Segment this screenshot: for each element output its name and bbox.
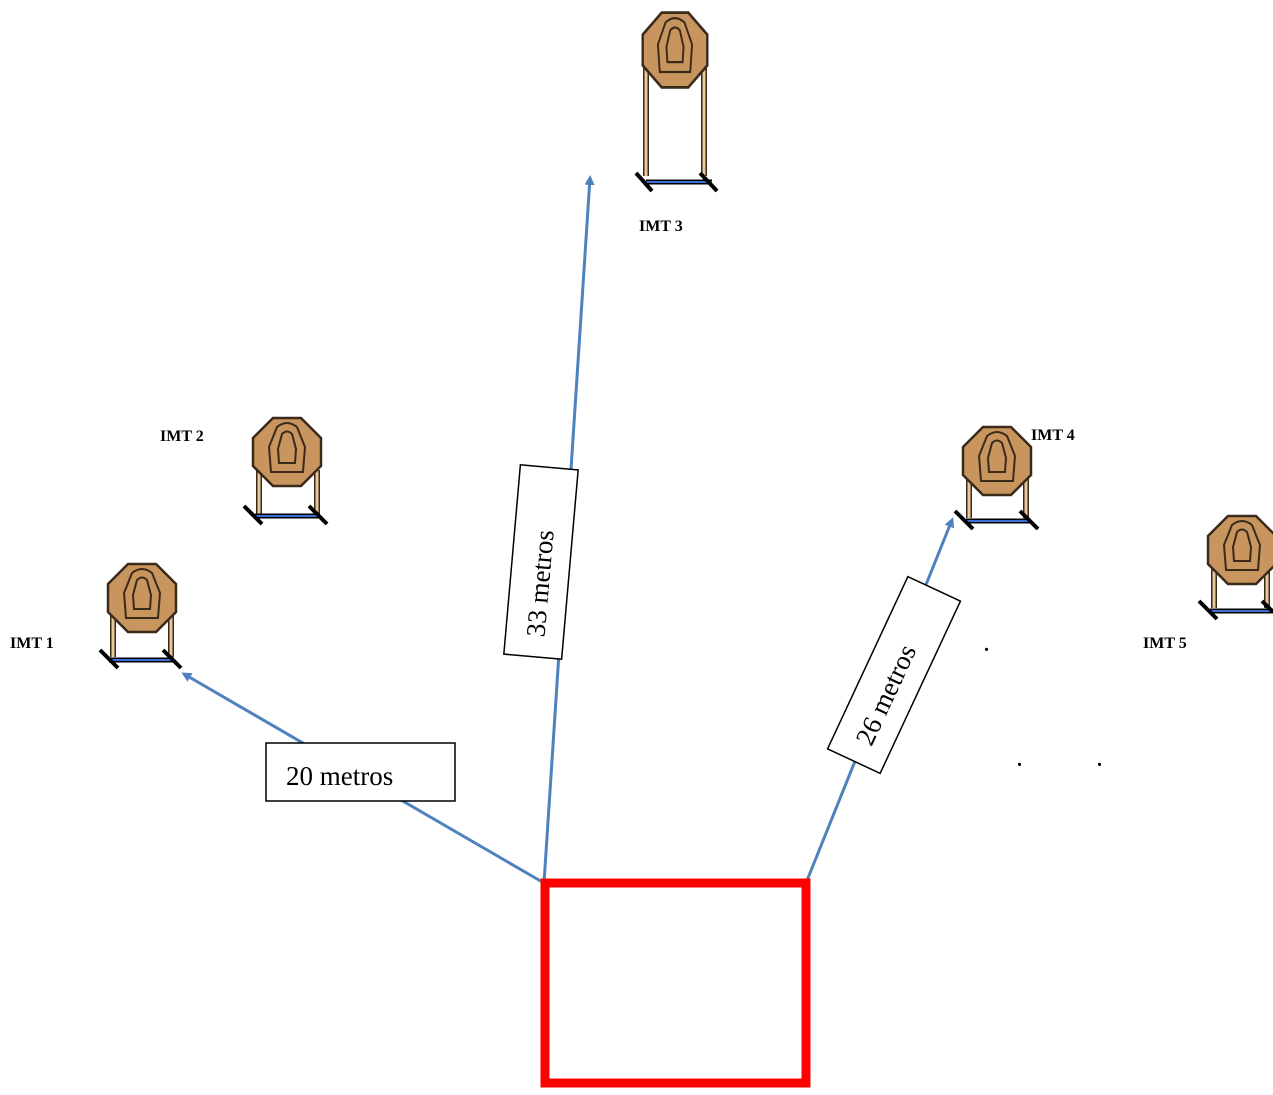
distance-label-imt3: 33 metros [503,464,579,660]
target-imt4 [953,425,1040,531]
target-label-imt4: IMT 4 [1031,427,1075,444]
dot-mark: . [984,634,989,656]
target-label-imt1: IMT 1 [10,635,54,652]
shooting-box [540,878,811,1088]
target-imt5 [1197,514,1273,621]
target-imt2 [242,416,329,526]
target-label-imt5: IMT 5 [1143,635,1187,652]
dot-mark: . [1097,749,1102,771]
target-imt3 [634,11,719,193]
target-imt1 [98,562,183,670]
distance-label-imt1: 20 metros [265,742,456,802]
distance-label-imt4: 26 metros [826,575,962,775]
target-label-imt2: IMT 2 [160,428,204,445]
target-label-imt3: IMT 3 [639,218,683,235]
dot-mark: . [1017,749,1022,771]
distance-text-imt1: 20 metros [286,761,393,791]
